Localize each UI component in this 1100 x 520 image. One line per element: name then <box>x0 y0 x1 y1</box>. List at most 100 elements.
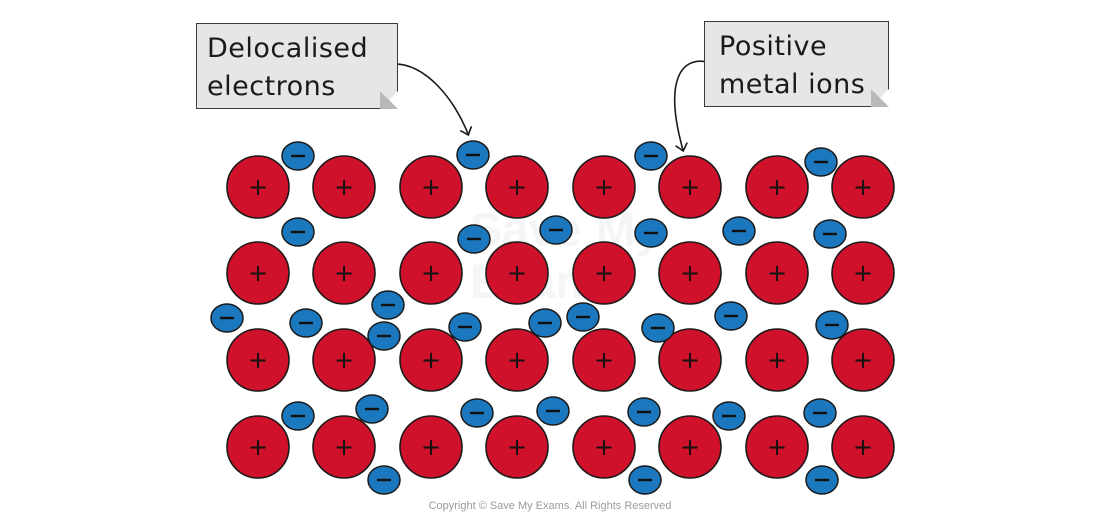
electron-minus-sign <box>291 154 305 158</box>
ion-plus-sign: + <box>334 433 354 461</box>
electron-minus-sign <box>732 229 746 233</box>
positive-metal-ion: + <box>399 328 463 392</box>
positive-metal-ion: + <box>312 155 376 219</box>
electron-minus-sign <box>291 230 305 234</box>
ion-plus-sign: + <box>767 433 787 461</box>
callout-delocalised-electrons: Delocalised electrons <box>196 23 399 110</box>
ion-plus-sign: + <box>334 259 354 287</box>
delocalised-electron <box>367 321 401 351</box>
ions-layer: ++++++++++++++++++++++++++++++++ <box>226 155 895 479</box>
positive-metal-ion: + <box>745 241 809 305</box>
ion-plus-sign: + <box>421 173 441 201</box>
delocalised-electron <box>804 147 838 177</box>
delocalised-electron <box>448 312 482 342</box>
electron-minus-sign <box>638 478 652 482</box>
callout-electrons-line-1: Delocalised <box>207 33 369 64</box>
electron-minus-sign <box>724 314 738 318</box>
positive-metal-ion: + <box>745 415 809 479</box>
delocalised-electron <box>627 397 661 427</box>
callout-electrons-line-2: electrons <box>207 71 336 102</box>
ion-plus-sign: + <box>334 346 354 374</box>
electron-minus-sign <box>576 315 590 319</box>
ion-plus-sign: + <box>767 259 787 287</box>
positive-metal-ion: + <box>399 241 463 305</box>
electron-minus-sign <box>637 410 651 414</box>
electron-minus-sign <box>644 154 658 158</box>
electron-minus-sign <box>814 160 828 164</box>
delocalised-electron <box>628 465 662 495</box>
positive-metal-ion: + <box>312 328 376 392</box>
delocalised-electron <box>460 398 494 428</box>
electron-minus-sign <box>813 411 827 415</box>
electrons-layer <box>210 140 849 495</box>
positive-metal-ion: + <box>399 155 463 219</box>
positive-metal-ion: + <box>226 241 290 305</box>
positive-metal-ion: + <box>658 415 722 479</box>
ion-plus-sign: + <box>421 433 441 461</box>
ion-plus-sign: + <box>680 346 700 374</box>
positive-metal-ion: + <box>485 241 549 305</box>
positive-metal-ion: + <box>831 241 895 305</box>
callout-positive-metal-ions: Positive metal ions <box>704 21 890 108</box>
ion-plus-sign: + <box>248 173 268 201</box>
delocalised-electron <box>722 216 756 246</box>
ion-plus-sign: + <box>594 259 614 287</box>
ion-plus-sign: + <box>767 346 787 374</box>
positive-metal-ion: + <box>572 328 636 392</box>
electron-minus-sign <box>825 323 839 327</box>
electron-minus-sign <box>466 153 480 157</box>
delocalised-electron <box>712 401 746 431</box>
electron-minus-sign <box>299 321 313 325</box>
positive-metal-ion: + <box>831 155 895 219</box>
ion-plus-sign: + <box>680 173 700 201</box>
electron-minus-sign <box>722 414 736 418</box>
positive-metal-ion: + <box>572 241 636 305</box>
electron-minus-sign <box>651 326 665 330</box>
delocalised-electron <box>456 140 490 170</box>
electron-minus-sign <box>815 478 829 482</box>
positive-metal-ion: + <box>572 415 636 479</box>
ion-plus-sign: + <box>248 346 268 374</box>
ion-plus-sign: + <box>507 346 527 374</box>
positive-metal-ion: + <box>226 328 290 392</box>
electron-minus-sign <box>644 231 658 235</box>
electron-minus-sign <box>538 321 552 325</box>
positive-metal-ion: + <box>399 415 463 479</box>
page-fold-corner <box>871 89 889 107</box>
ion-plus-sign: + <box>507 259 527 287</box>
ion-plus-sign: + <box>594 173 614 201</box>
positive-metal-ion: + <box>745 328 809 392</box>
positive-metal-ion: + <box>658 328 722 392</box>
electron-minus-sign <box>467 237 481 241</box>
ion-plus-sign: + <box>853 433 873 461</box>
electron-minus-sign <box>823 232 837 236</box>
delocalised-electron <box>281 401 315 431</box>
electron-minus-sign <box>549 228 563 232</box>
ion-plus-sign: + <box>594 433 614 461</box>
electron-minus-sign <box>381 303 395 307</box>
delocalised-electron <box>281 141 315 171</box>
positive-metal-ion: + <box>572 155 636 219</box>
delocalised-electron <box>634 218 668 248</box>
delocalised-electron <box>539 215 573 245</box>
ion-plus-sign: + <box>853 173 873 201</box>
electron-minus-sign <box>546 409 560 413</box>
ion-plus-sign: + <box>334 173 354 201</box>
callout-ions-line-1: Positive <box>719 31 828 62</box>
delocalised-electron <box>367 465 401 495</box>
ion-plus-sign: + <box>507 433 527 461</box>
arrow-positive-ions <box>674 60 709 153</box>
ion-plus-sign: + <box>680 259 700 287</box>
positive-metal-ion: + <box>745 155 809 219</box>
electron-minus-sign <box>220 316 234 320</box>
delocalised-electron <box>815 310 849 340</box>
positive-metal-ion: + <box>485 415 549 479</box>
delocalised-electron <box>457 224 491 254</box>
electron-minus-sign <box>458 325 472 329</box>
positive-metal-ion: + <box>658 155 722 219</box>
delocalised-electron <box>355 394 389 424</box>
callout-ions-line-2: metal ions <box>719 69 866 100</box>
electron-minus-sign <box>377 334 391 338</box>
